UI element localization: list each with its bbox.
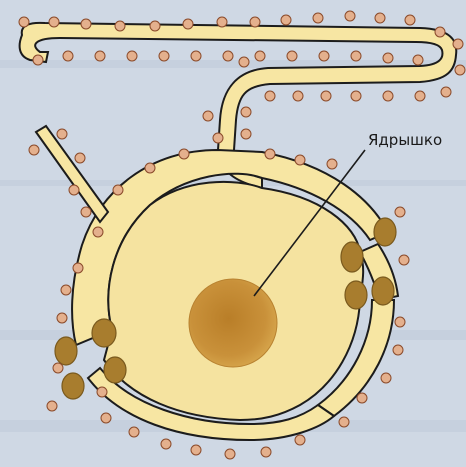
ribosome-dot xyxy=(295,155,305,165)
ribosome-dot xyxy=(81,19,91,29)
ribosome-dot xyxy=(101,413,111,423)
pore-complex xyxy=(345,281,367,309)
ribosome-dot xyxy=(319,51,329,61)
ribosome-dot xyxy=(383,53,393,63)
pore-complex xyxy=(374,218,396,246)
ribosome-dot xyxy=(455,65,465,75)
ribosome-dot xyxy=(57,313,67,323)
ribosome-dot xyxy=(113,185,123,195)
ribosome-dot xyxy=(115,21,125,31)
ribosome-dot xyxy=(49,17,59,27)
ribosome-dot xyxy=(95,51,105,61)
pore-complex xyxy=(92,319,116,347)
ribosome-dot xyxy=(191,445,201,455)
ribosome-dot xyxy=(145,163,155,173)
ribosome-dot xyxy=(223,51,233,61)
ribosome-dot xyxy=(159,51,169,61)
ribosome-dot xyxy=(265,149,275,159)
ribosome-dot xyxy=(293,91,303,101)
ribosome-dot xyxy=(313,13,323,23)
ribosome-dot xyxy=(225,449,235,459)
ribosome-dot xyxy=(217,17,227,27)
nucleolus-label: Ядрышко xyxy=(368,131,442,149)
ribosome-dot xyxy=(150,21,160,31)
ribosome-dot xyxy=(161,439,171,449)
pore-complex xyxy=(372,277,394,305)
ribosome-dot xyxy=(453,39,463,49)
er-branch xyxy=(36,126,108,222)
ribosome-dot xyxy=(351,91,361,101)
ribosome-dot xyxy=(203,111,213,121)
ribosome-dot xyxy=(47,401,57,411)
ribosome-dot xyxy=(63,51,73,61)
ribosome-dot xyxy=(261,447,271,457)
ribosome-dot xyxy=(381,373,391,383)
pore-complex xyxy=(62,373,84,399)
ribosome-dot xyxy=(441,87,451,97)
ribosome-dot xyxy=(19,17,29,27)
ribosome-dot xyxy=(339,417,349,427)
ribosome-dot xyxy=(213,133,223,143)
pore-complex xyxy=(104,357,126,383)
nucleolus xyxy=(189,279,277,367)
ribosome-dot xyxy=(393,345,403,355)
ribosome-dot xyxy=(357,393,367,403)
ribosome-dot xyxy=(281,15,291,25)
ribosome-dot xyxy=(241,129,251,139)
ribosome-dot xyxy=(53,363,63,373)
ribosome-dot xyxy=(129,427,139,437)
ribosome-dot xyxy=(413,55,423,65)
ribosome-dot xyxy=(255,51,265,61)
ribosome-dot xyxy=(179,149,189,159)
ribosome-dot xyxy=(345,11,355,21)
ribosome-dot xyxy=(75,153,85,163)
ribosome-dot xyxy=(395,207,405,217)
ribosome-dot xyxy=(399,255,409,265)
ribosome-dot xyxy=(250,17,260,27)
ribosome-dot xyxy=(61,285,71,295)
ribosome-dot xyxy=(383,91,393,101)
ribosome-dot xyxy=(29,145,39,155)
ribosome-dot xyxy=(405,15,415,25)
ribosome-dot xyxy=(327,159,337,169)
ribosome-dot xyxy=(351,51,361,61)
ribosome-dot xyxy=(183,19,193,29)
ribosome-dot xyxy=(57,129,67,139)
ribosome-dot xyxy=(375,13,385,23)
ribosome-dot xyxy=(395,317,405,327)
ribosome-dot xyxy=(69,185,79,195)
ribosome-dot xyxy=(241,107,251,117)
ribosome-dot xyxy=(239,57,249,67)
ribosome-dot xyxy=(265,91,275,101)
pore-complex xyxy=(55,337,77,365)
ribosome-dot xyxy=(287,51,297,61)
ribosome-dot xyxy=(435,27,445,37)
ribosome-dot xyxy=(321,91,331,101)
ribosome-dot xyxy=(127,51,137,61)
ribosome-dot xyxy=(295,435,305,445)
ribosome-dot xyxy=(415,91,425,101)
ribosome-dot xyxy=(93,227,103,237)
ribosome-dot xyxy=(97,387,107,397)
pore-complex xyxy=(341,242,363,272)
ribosome-dot xyxy=(191,51,201,61)
ribosome-dot xyxy=(81,207,91,217)
ribosome-dot xyxy=(33,55,43,65)
ribosome-dot xyxy=(73,263,83,273)
